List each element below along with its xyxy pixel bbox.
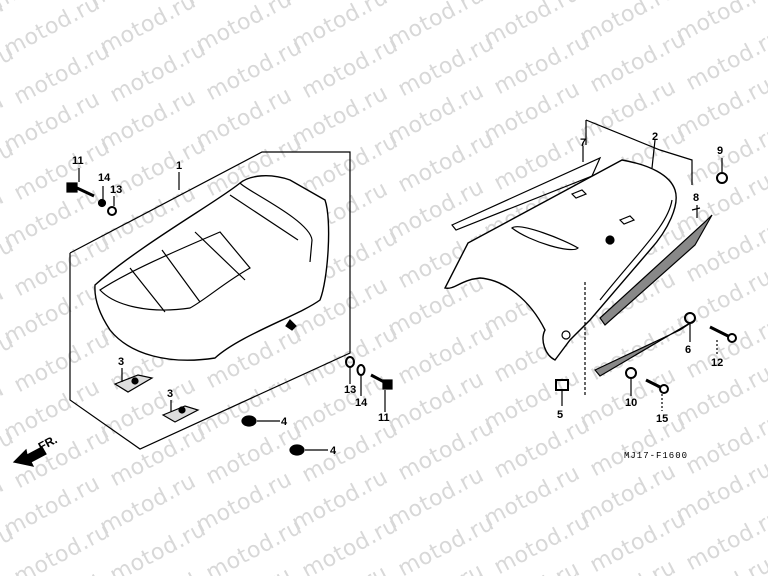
part-callout-4: 4: [330, 445, 337, 457]
part-callout-13: 13: [344, 384, 357, 396]
nut-14-right: [356, 364, 366, 376]
stripe-8: [599, 214, 713, 326]
part-callout-4: 4: [281, 416, 288, 428]
part-callout-14: 14: [98, 172, 111, 184]
part-callout-3: 3: [118, 356, 125, 368]
bolt-12: [709, 325, 737, 343]
bolt-11-right: [370, 373, 393, 390]
part-callout-11: 11: [378, 412, 390, 424]
part-callout-13: 13: [110, 184, 123, 196]
clip-3b: [161, 405, 200, 423]
collar-10: [625, 367, 637, 379]
diagram-code: MJ17-F1600: [624, 451, 689, 461]
grommet-9: [716, 172, 728, 184]
part-callout-11: 11: [72, 155, 84, 167]
washer-13-left: [107, 206, 117, 216]
nut-4b: [289, 444, 305, 456]
seat-group-frame: [69, 151, 351, 450]
bolt-15: [645, 378, 669, 394]
bolt-11-left: [66, 182, 95, 198]
front-arrow-icon: [12, 446, 47, 467]
nut-4a: [241, 415, 257, 427]
part-callout-7: 7: [580, 137, 587, 149]
part-callout-2: 2: [652, 131, 659, 143]
part-callout-9: 9: [717, 145, 724, 157]
nut-14-left: [97, 198, 107, 208]
part-callout-5: 5: [557, 409, 564, 421]
part-callout-6: 6: [685, 344, 692, 356]
part-callout-15: 15: [656, 413, 669, 425]
cowl-group-frame: [585, 119, 693, 185]
nut-5: [555, 379, 569, 391]
part-callout-8: 8: [693, 192, 700, 204]
collar-6: [684, 312, 696, 324]
part-callout-12: 12: [711, 357, 724, 369]
part-callout-1: 1: [176, 160, 183, 172]
tail-cowl-part-2: [443, 159, 677, 361]
stripe-8b: [594, 319, 696, 377]
part-callout-14: 14: [355, 397, 368, 409]
part-callout-10: 10: [625, 397, 638, 409]
part-callout-3: 3: [167, 388, 174, 400]
washer-13-right: [345, 356, 355, 368]
seat-part-1: [94, 175, 330, 361]
